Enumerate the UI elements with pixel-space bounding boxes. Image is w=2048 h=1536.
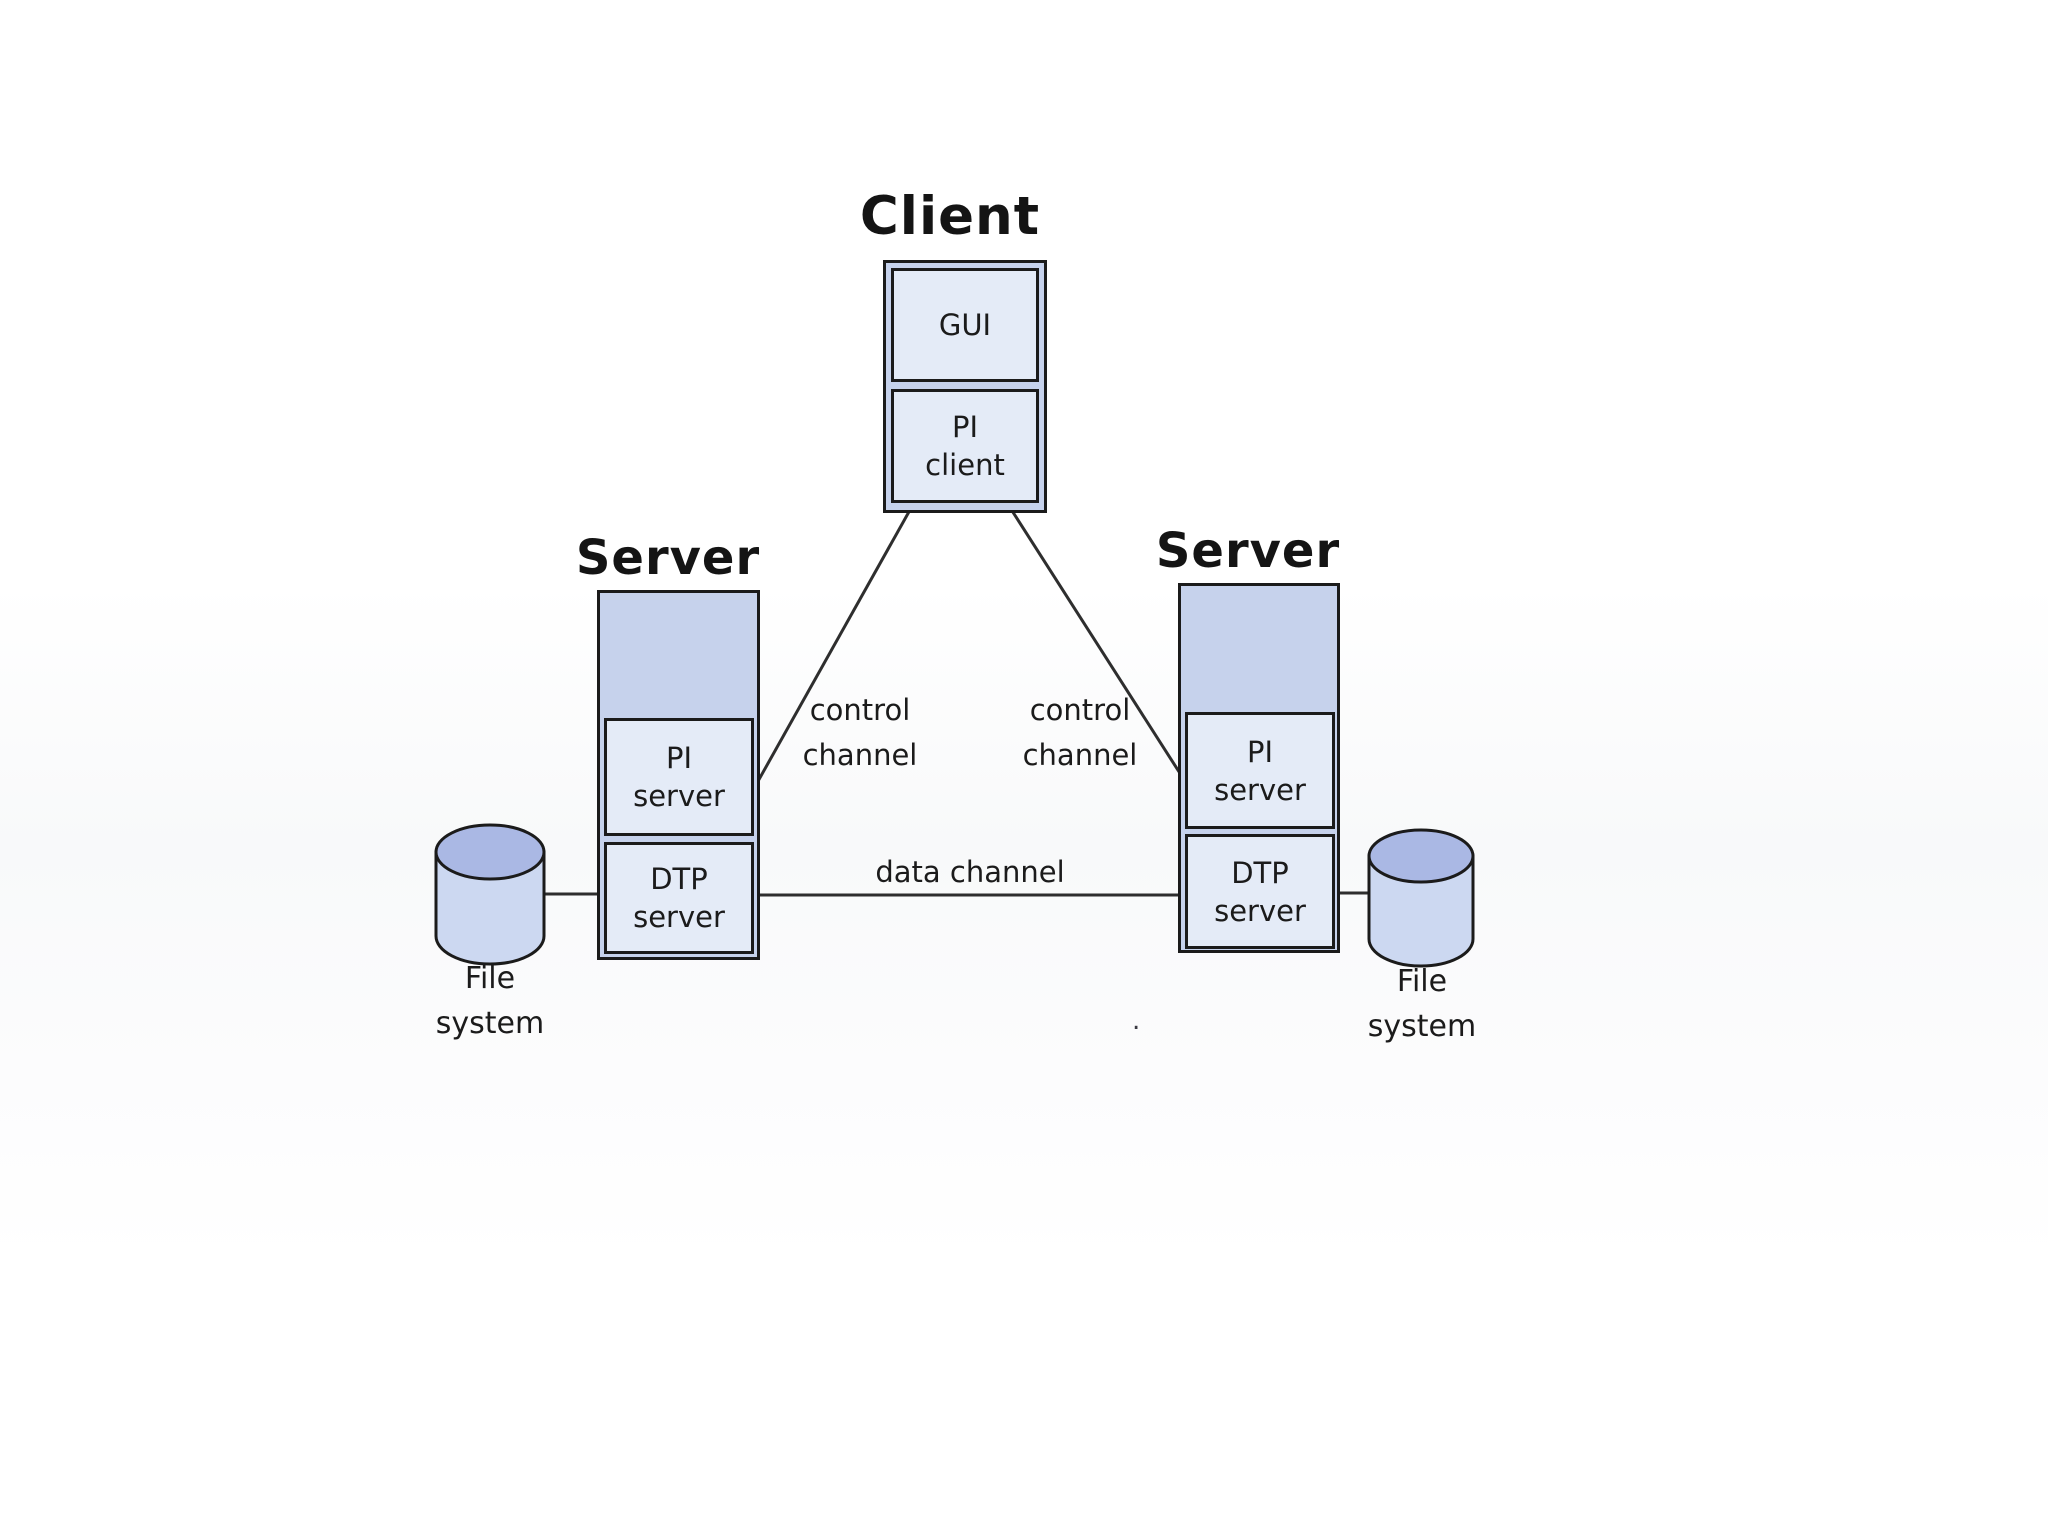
gui-box: GUI (891, 268, 1039, 382)
control-channel-line-left (755, 500, 917, 784)
pi-server-right-box: PI server (1185, 712, 1335, 829)
stray-dot: . (1132, 1006, 1141, 1036)
data-channel-label: data channel (875, 855, 1065, 889)
control-channel-line-right (1007, 505, 1185, 779)
dtp-server-left-box: DTP server (604, 842, 754, 954)
server-right-node: PI server DTP server (1178, 583, 1340, 953)
file-system-cylinder-right (1366, 827, 1476, 972)
file-system-cylinder-left (433, 822, 547, 970)
control-channel-label-left: control channel (802, 693, 918, 772)
server-left-title: Server (575, 530, 761, 586)
pi-server-left-label: PI server (633, 741, 725, 813)
database-cylinder-icon (434, 823, 546, 966)
file-system-label-left: File system (435, 961, 545, 1041)
database-cylinder-icon (1367, 828, 1475, 968)
pi-client-label: PI client (925, 410, 1005, 482)
client-title: Client (859, 186, 1041, 247)
server-right-title: Server (1155, 523, 1341, 579)
pi-client-box: PI client (891, 389, 1039, 503)
dtp-server-left-label: DTP server (633, 862, 725, 934)
gui-label: GUI (938, 308, 992, 342)
server-left-node: PI server DTP server (597, 590, 760, 960)
dtp-server-right-box: DTP server (1185, 834, 1335, 949)
dtp-server-right-label: DTP server (1214, 855, 1306, 928)
control-channel-label-right: control channel (1022, 693, 1138, 772)
pi-server-left-box: PI server (604, 718, 754, 836)
pi-server-right-label: PI server (1214, 734, 1306, 807)
client-node: GUI PI client (883, 260, 1047, 513)
file-system-label-right: File system (1367, 964, 1477, 1044)
